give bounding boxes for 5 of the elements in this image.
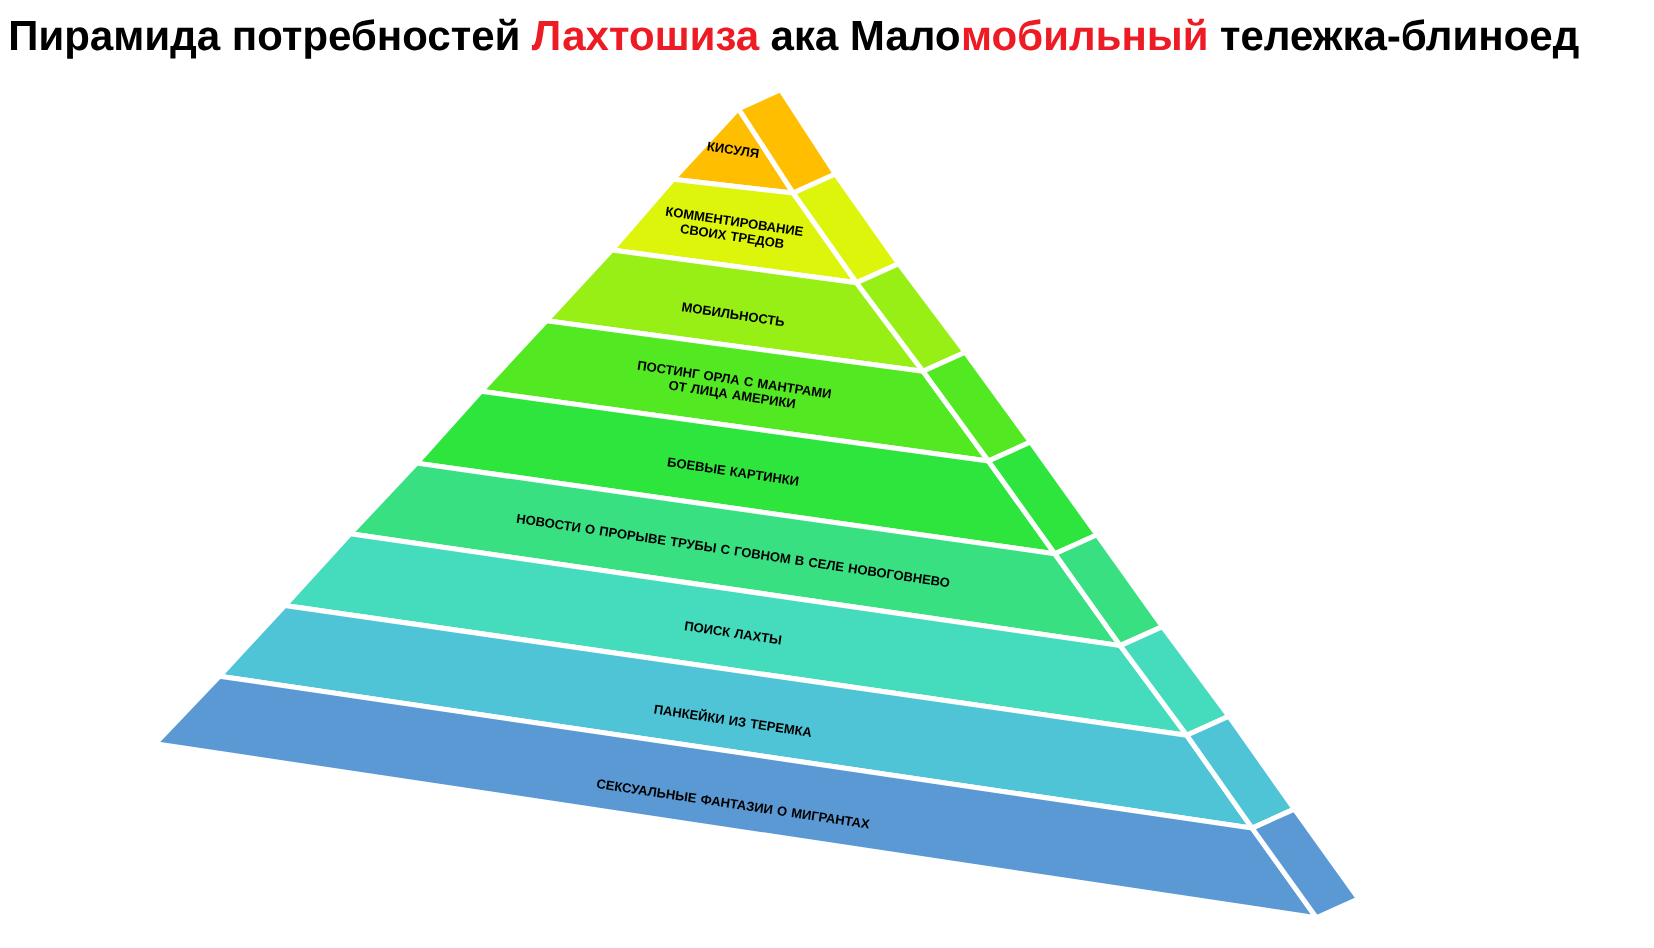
title-text: Лахтошиза [531,21,760,51]
title-text: Пирамида потребностей [11,18,518,59]
title-text: мобильный [963,18,1206,51]
title-text: ака Мало [771,21,959,51]
title-text: тележка-блиноед [1221,19,1579,59]
